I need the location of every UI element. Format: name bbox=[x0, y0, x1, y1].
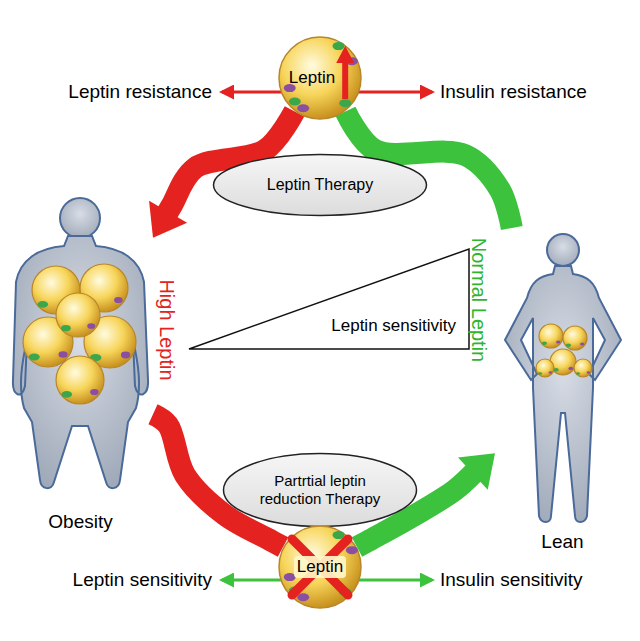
therapy-label: Partrtial leptin reduction Therapy bbox=[250, 472, 390, 508]
text-holder: Lean bbox=[495, 531, 630, 553]
body-silhouette bbox=[8, 190, 153, 535]
figure-label: Lean bbox=[495, 531, 630, 553]
band-label: Normal Leptin bbox=[467, 238, 490, 363]
cell-label: Leptin bbox=[294, 556, 346, 578]
arrow bbox=[222, 579, 282, 582]
organelle bbox=[538, 372, 542, 375]
organelle bbox=[90, 389, 99, 395]
effect-label: Insulin sensitivity bbox=[440, 569, 583, 591]
organelle bbox=[297, 104, 309, 112]
text-holder: Leptin sensitivity bbox=[331, 316, 456, 336]
triangle-label: Leptin sensitivity bbox=[331, 316, 456, 336]
organelle bbox=[549, 371, 552, 373]
text-holder: Obesity bbox=[8, 511, 153, 533]
fat-cell bbox=[56, 356, 104, 404]
organelle bbox=[542, 342, 547, 345]
therapy-ellipse: Leptin Therapy bbox=[212, 153, 428, 217]
organelle bbox=[587, 371, 590, 373]
fat-cell bbox=[536, 359, 554, 377]
organelle bbox=[568, 367, 573, 370]
band-label: High Leptin bbox=[155, 279, 178, 380]
body-silhouette bbox=[495, 228, 630, 555]
text-holder: Leptin bbox=[294, 556, 346, 578]
arrow bbox=[358, 91, 432, 94]
organelle bbox=[332, 531, 344, 539]
ellipse-outline bbox=[214, 155, 427, 216]
head bbox=[547, 234, 579, 266]
triangle-outline bbox=[189, 249, 469, 349]
organelle bbox=[121, 352, 130, 359]
cell-body bbox=[279, 526, 361, 608]
cell-body bbox=[279, 37, 361, 119]
organelle bbox=[332, 42, 344, 50]
sensitivity-triangle: Leptin sensitivity bbox=[188, 248, 470, 350]
increase-arrow bbox=[342, 61, 348, 99]
organelle bbox=[87, 323, 95, 329]
effect-label: Leptin sensitivity bbox=[73, 569, 212, 591]
arrow bbox=[358, 579, 432, 582]
fat-cell bbox=[56, 293, 100, 337]
fat-cell: Leptin bbox=[278, 36, 362, 120]
text-holder: Partrtial leptin reduction Therapy bbox=[250, 472, 390, 508]
organelle bbox=[114, 297, 123, 303]
text-holder: Leptin Therapy bbox=[267, 175, 373, 194]
organelle bbox=[29, 354, 40, 361]
organelle bbox=[566, 344, 571, 347]
organelle bbox=[346, 546, 358, 554]
text-holder: Leptin bbox=[286, 67, 338, 89]
organelle bbox=[62, 391, 73, 398]
therapy-label: Leptin Therapy bbox=[267, 175, 373, 194]
body bbox=[13, 236, 148, 488]
organelle bbox=[556, 340, 560, 343]
organelle bbox=[576, 372, 580, 375]
organelle bbox=[580, 342, 584, 345]
lean-figure: Lean bbox=[495, 228, 630, 555]
cell-label: Leptin bbox=[286, 67, 338, 89]
cross-mark bbox=[292, 539, 348, 595]
effect-label: Insulin resistance bbox=[440, 81, 587, 103]
organelle bbox=[297, 593, 309, 601]
obese-figure: Obesity bbox=[8, 190, 153, 535]
arrow bbox=[222, 91, 282, 94]
fat-cell: Leptin bbox=[278, 525, 362, 609]
head bbox=[60, 198, 100, 238]
fat-cell bbox=[539, 324, 563, 348]
arrowhead bbox=[149, 201, 187, 238]
effect-label: Leptin resistance bbox=[68, 81, 212, 103]
organelle bbox=[61, 325, 71, 331]
arrowhead bbox=[458, 453, 495, 489]
figure-label: Obesity bbox=[8, 511, 153, 533]
organelle bbox=[339, 99, 351, 107]
ellipse-outline bbox=[224, 454, 417, 527]
body bbox=[505, 266, 621, 522]
organelle bbox=[59, 351, 68, 358]
fat-cell bbox=[574, 359, 592, 377]
organelle bbox=[289, 98, 301, 106]
increase-arrow bbox=[336, 46, 354, 63]
organelle bbox=[38, 301, 49, 308]
therapy-ellipse: Partrtial leptin reduction Therapy bbox=[222, 452, 418, 528]
fat-cell bbox=[563, 326, 587, 350]
